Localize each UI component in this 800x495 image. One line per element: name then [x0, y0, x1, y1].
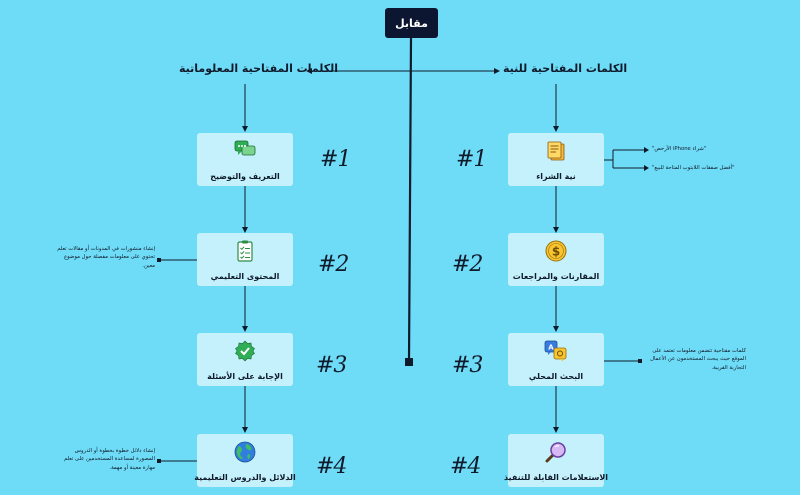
check-badge-icon [234, 340, 256, 366]
svg-text:$: $ [552, 245, 560, 259]
svg-text:A: A [548, 344, 554, 352]
card-label: نية الشراء [536, 172, 576, 181]
checklist-icon [236, 240, 254, 266]
card-label: المحتوى التعليمي [210, 272, 280, 281]
step-number: #2 [452, 252, 483, 277]
note-example-1: "شراء iPhone الأرخص" [652, 146, 707, 152]
center-node[interactable]: مقابل [385, 8, 438, 38]
card-purchase-intent[interactable]: نية الشراء [508, 133, 604, 186]
magnifier-icon [545, 441, 567, 467]
dollar-coin-icon: $ [545, 240, 567, 266]
step-number: #2 [318, 252, 349, 277]
card-label: التعريف والتوضيح [210, 172, 280, 181]
center-node-label: مقابل [395, 16, 428, 30]
chat-bubbles-icon [234, 140, 256, 162]
notes-icon [546, 140, 566, 166]
step-number: #3 [452, 353, 483, 378]
card-label: الدلائل والدروس التعليمية [194, 473, 296, 482]
card-definition[interactable]: التعريف والتوضيح [197, 133, 293, 186]
translate-icon: A [544, 340, 568, 366]
step-number: #1 [320, 147, 351, 172]
card-label: الإجابة على الأسئلة [207, 372, 283, 381]
card-actionable-queries[interactable]: الاستعلامات القابلة للتنفيذ [504, 434, 608, 487]
step-number: #4 [450, 454, 481, 479]
card-local-search[interactable]: A البحث المحلي [508, 333, 604, 386]
step-number: #4 [316, 454, 347, 479]
note-local-search: كلمات مفتاحية تتضمن معلومات تعتمد على ال… [650, 348, 746, 371]
card-educational-content[interactable]: المحتوى التعليمي [197, 233, 293, 286]
card-comparisons-reviews[interactable]: $ المقارنات والمراجعات [508, 233, 604, 286]
card-label: الاستعلامات القابلة للتنفيذ [503, 473, 609, 482]
left-branch-heading: الكلمات المفتاحية المعلوماتية [179, 62, 339, 75]
card-guides-tutorials[interactable]: الدلائل والدروس التعليمية [194, 434, 296, 487]
step-number: #1 [456, 147, 487, 172]
globe-icon [234, 441, 256, 467]
card-label: المقارنات والمراجعات [512, 272, 600, 281]
note-example-2: "أفضل صفقات اللابتوب المتاحة للبيع" [652, 165, 735, 171]
step-number: #3 [316, 353, 347, 378]
note-educational-content: إنشاء منشورات في المدونات أو مقالات تعلم… [57, 246, 155, 269]
note-guides: إنشاء دلائل خطوة بخطوة أو الدروس المصورة… [63, 448, 155, 471]
right-branch-heading: الكلمات المفتاحية للنية [503, 62, 628, 75]
card-label: البحث المحلي [528, 372, 584, 381]
card-answering-questions[interactable]: الإجابة على الأسئلة [197, 333, 293, 386]
